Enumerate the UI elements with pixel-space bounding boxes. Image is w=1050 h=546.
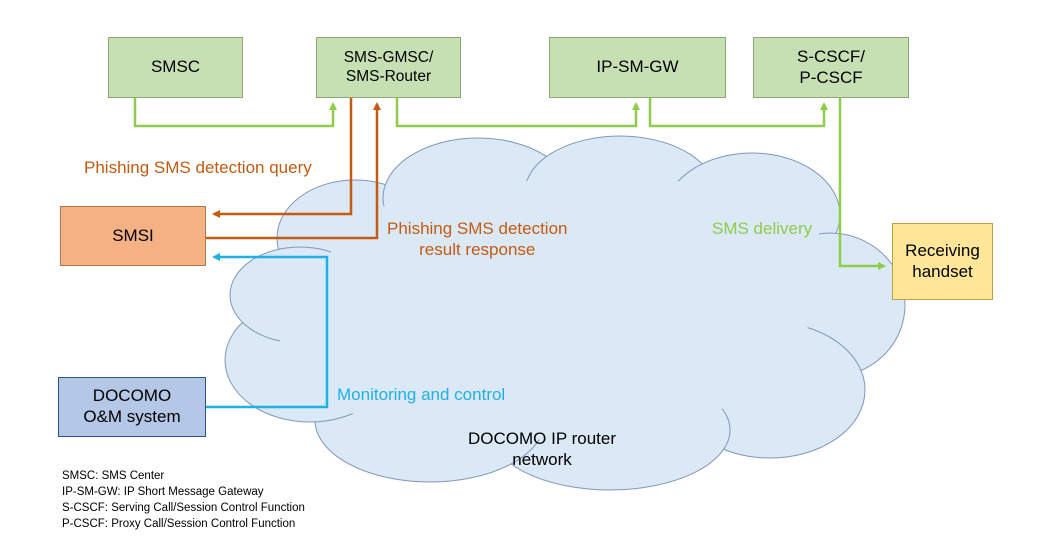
ip-sm-gw-box: IP-SM-GW — [549, 37, 726, 98]
detection-lines — [206, 98, 381, 240]
sms-path-lines — [133, 98, 886, 270]
cloud-label: DOCOMO IP router network — [468, 429, 616, 470]
sms-gmsc-box: SMS-GMSC/ SMS-Router — [316, 37, 461, 98]
legend-item-p-cscf: P-CSCF: Proxy Call/Session Control Funct… — [62, 518, 296, 530]
legend-item-ip-sm-gw: IP-SM-GW: IP Short Message Gateway — [62, 486, 264, 498]
monitoring-line — [206, 253, 329, 409]
smsc-label: SMSC — [150, 57, 201, 77]
receiving-handset-label: Receiving handset — [905, 240, 980, 281]
s-cscf-box: S-CSCF/ P-CSCF — [753, 37, 909, 98]
receiving-handset-box: Receiving handset — [892, 223, 993, 300]
smsi-label: SMSI — [112, 225, 154, 245]
docomo-om-label: DOCOMO O&M system — [83, 386, 181, 426]
monitoring-label: Monitoring and control — [337, 385, 506, 404]
ip-router-network-cloud — [224, 135, 906, 491]
sms-gmsc-label: SMS-GMSC/ SMS-Router — [343, 48, 434, 85]
legend-item-s-cscf: S-CSCF: Serving Call/Session Control Fun… — [62, 502, 305, 514]
smsc-box: SMSC — [108, 37, 243, 98]
docomo-om-box: DOCOMO O&M system — [58, 377, 206, 437]
abbreviation-legend: SMSC: SMS Center IP-SM-GW: IP Short Mess… — [62, 468, 305, 532]
legend-item-smsc: SMSC: SMS Center — [62, 470, 165, 482]
detection-response-label: Phishing SMS detection result response — [387, 219, 568, 260]
s-cscf-label: S-CSCF/ P-CSCF — [797, 46, 865, 87]
detection-query-label: Phishing SMS detection query — [84, 158, 312, 177]
ip-sm-gw-label: IP-SM-GW — [596, 57, 679, 77]
sms-delivery-label: SMS delivery — [712, 219, 813, 238]
smsi-box: SMSI — [60, 206, 206, 266]
